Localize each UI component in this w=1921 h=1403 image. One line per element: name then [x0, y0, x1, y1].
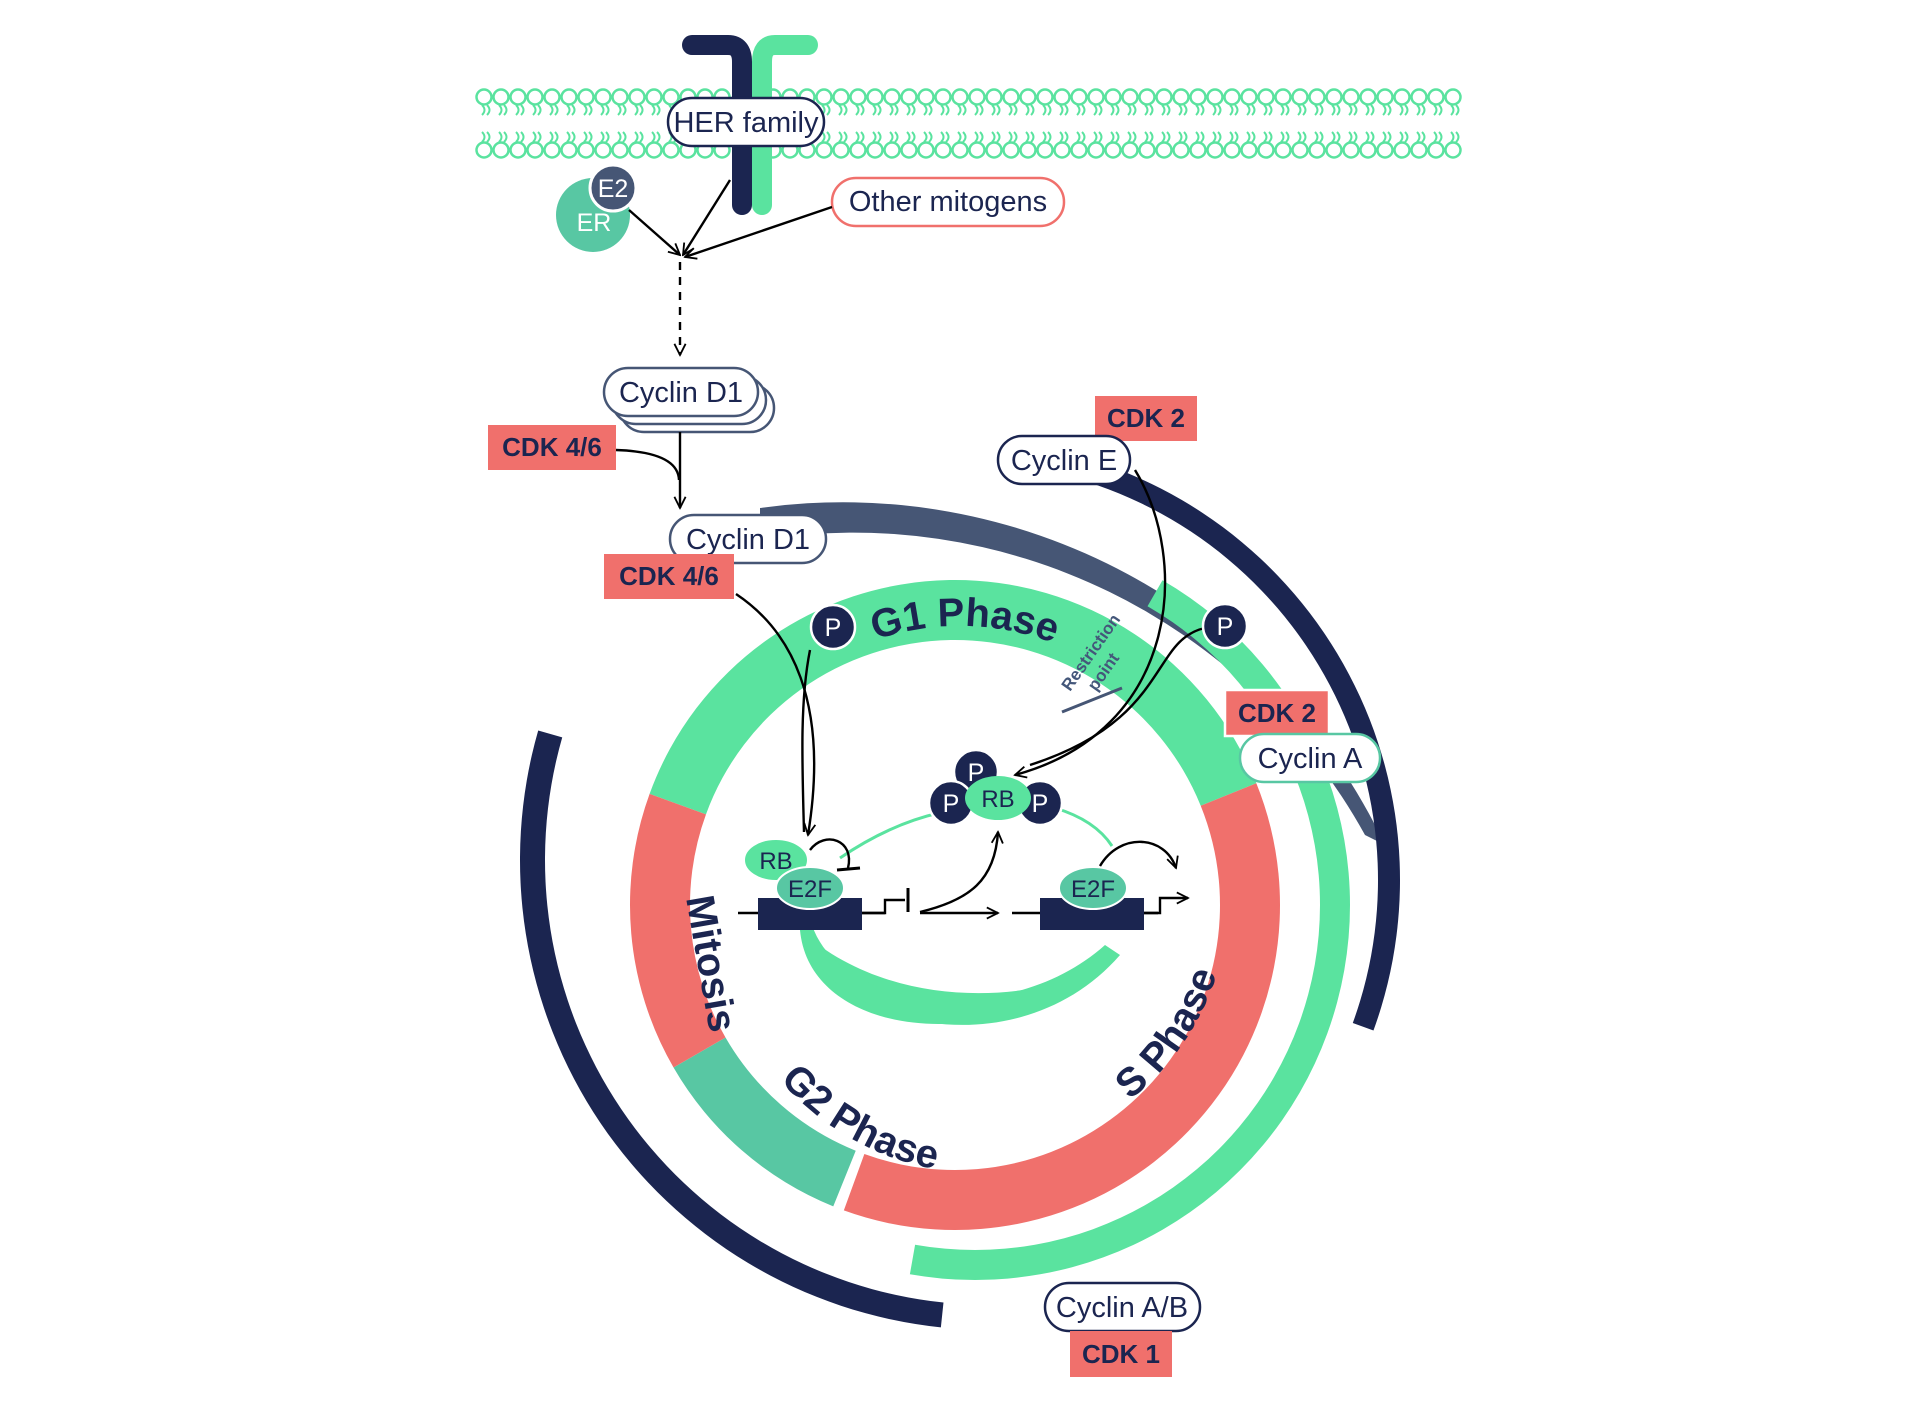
cdk2-top-text: CDK 2 [1107, 403, 1185, 433]
cyclin-e-box: Cyclin E [996, 434, 1132, 486]
g1-phase-segment [649, 580, 1257, 815]
her-receptor [682, 35, 818, 215]
cyclin-d1-stack: Cyclin D1 [602, 366, 776, 434]
cdk46-top-text: CDK 4/6 [502, 432, 602, 462]
rb-center-text: RB [981, 786, 1014, 813]
cdk1-text: CDK 1 [1082, 1339, 1160, 1369]
cell-membrane [475, 88, 1462, 159]
s-phase-segment [843, 783, 1280, 1230]
cdk46-bottom-box: CDK 4/6 [604, 554, 734, 599]
cdk2-right-box: CDK 2 [1223, 688, 1331, 738]
cyclin-d1-text: Cyclin D1 [686, 524, 810, 556]
her-family-text: HER family [673, 107, 819, 139]
cyclin-a-text: Cyclin A [1258, 743, 1363, 775]
cyclin-d1-box: Cyclin D1 [668, 513, 828, 565]
er-text: ER [577, 209, 612, 237]
p-text: P [1217, 613, 1234, 641]
left-promoter: RB E2F [738, 838, 910, 930]
p-text: P [943, 790, 960, 818]
e2f-left-text: E2F [788, 876, 832, 903]
other-mitogens-text: Other mitogens [849, 186, 1047, 218]
cyclin-e-text: Cyclin E [1011, 445, 1117, 477]
other-mitogens-box: Other mitogens [830, 176, 1066, 228]
p-circle-right: P [1201, 602, 1249, 650]
cyclin-ab-box: Cyclin A/B [1043, 1281, 1202, 1333]
cyclin-d1-stack-text: Cyclin D1 [619, 377, 743, 409]
cdk46-top-box: CDK 4/6 [488, 425, 616, 470]
outer-rings [519, 444, 1400, 1328]
phosphorylation-arrows [735, 469, 1206, 835]
middle-arrows [919, 832, 998, 913]
right-promoter: E2F [1012, 840, 1188, 930]
cyclin-d1-activation-arrows [615, 432, 680, 508]
cdk2-top-box: CDK 2 [1095, 396, 1197, 441]
cdk1-box: CDK 1 [1070, 1331, 1172, 1377]
er-complex: E2 ER [556, 163, 638, 252]
cdk46-bottom-text: CDK 4/6 [619, 561, 719, 591]
p-text: P [1032, 790, 1049, 818]
p-text: P [825, 614, 842, 642]
rb-text: RB [759, 848, 792, 875]
signal-arrows [628, 179, 833, 355]
phase-ring [630, 580, 1280, 1230]
g2-phase-segment [673, 1037, 856, 1207]
mitosis-segment [630, 793, 726, 1068]
cyclin-ab-text: Cyclin A/B [1056, 1292, 1188, 1324]
her-family-label-box: HER family [666, 96, 826, 148]
e2f-right-text: E2F [1071, 876, 1115, 903]
cyclin-a-box: Cyclin A [1238, 732, 1382, 784]
e2-text: E2 [598, 175, 629, 203]
phospho-rb-complex: P P P RB [927, 748, 1064, 827]
p-circle-left: P [809, 603, 857, 651]
cdk2-right-text: CDK 2 [1238, 698, 1316, 728]
